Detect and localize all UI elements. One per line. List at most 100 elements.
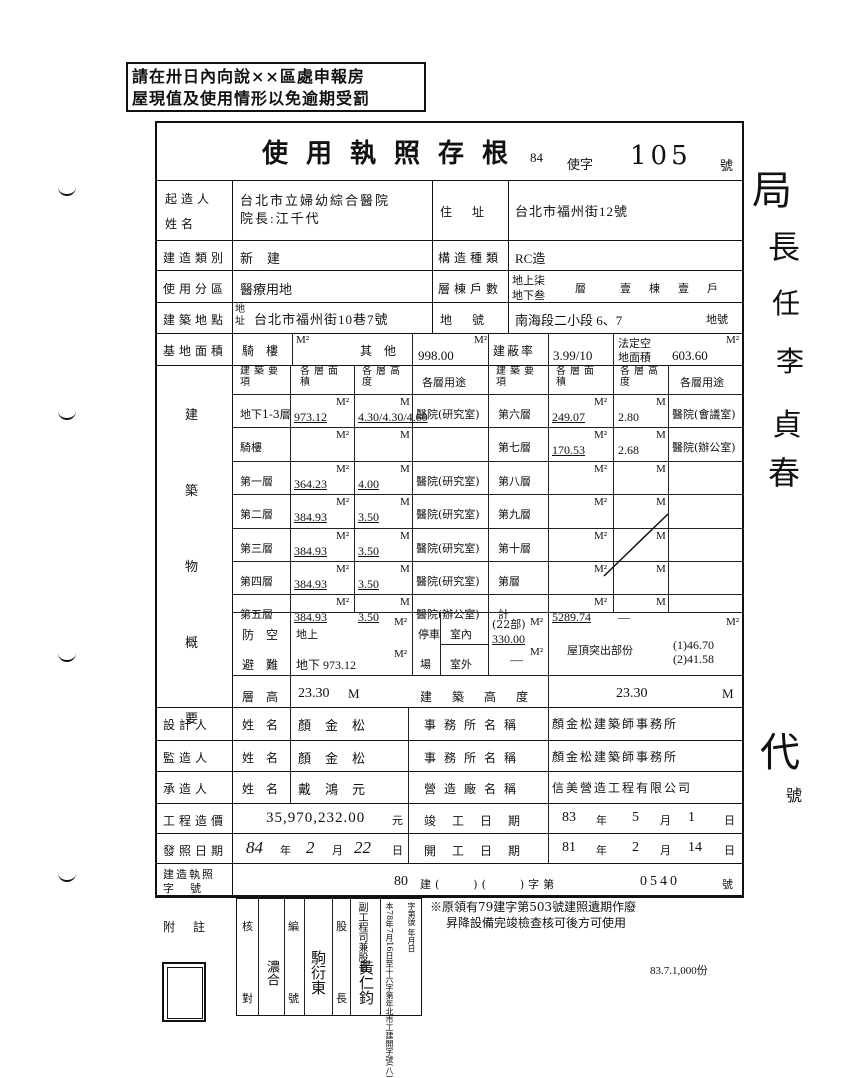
cost-value: 35,970,232.00: [266, 810, 366, 826]
office-name: 信美營造工程有限公司: [552, 781, 693, 795]
row-divider: [155, 180, 744, 181]
header-height: 各層高度: [362, 366, 404, 388]
start-year: 81: [562, 840, 576, 855]
legal-label-b: 地面積: [618, 351, 651, 364]
start-label: 開工日期: [424, 844, 537, 858]
parking-label-a: 停車: [418, 628, 440, 641]
m-char: 月: [660, 814, 671, 827]
legal-label-a: 法定空: [618, 337, 651, 350]
permit-number: 105: [630, 141, 692, 171]
floor-area: 384.93: [294, 510, 327, 525]
area-unit: M²: [594, 563, 608, 575]
height-unit: M: [400, 529, 410, 542]
cancel-slash: [603, 513, 669, 577]
margin-char: 號: [786, 786, 803, 805]
col-divider: [488, 365, 489, 612]
margin-char: 代: [760, 730, 800, 776]
y-char: 年: [596, 844, 607, 857]
row-divider: [155, 771, 744, 772]
height-unit: M: [656, 596, 666, 609]
floor-height: 4.30/4.30/4.60: [358, 410, 428, 424]
area-unit: M²: [594, 529, 608, 542]
row-divider: [488, 427, 744, 429]
col-divider: [350, 898, 351, 1016]
note-line-1: ※原領有79建字第503號建照遺期作廢: [430, 900, 637, 914]
notice-line-2: 屋現值及使用情形以免逾期受罰: [132, 89, 371, 108]
row-divider: [155, 833, 744, 834]
roof-value-2: (2)41.58: [673, 652, 714, 666]
parking-label-b: 場: [420, 658, 431, 671]
col-divider: [408, 803, 409, 863]
shelter-unit: M²: [394, 616, 408, 628]
floor-name: 第十層: [498, 541, 531, 555]
punch-mark: [58, 872, 76, 882]
header-use: 各層用途: [680, 376, 724, 389]
complete-label: 竣工日期: [424, 814, 537, 828]
owner-label-a: 起造人: [165, 192, 214, 206]
person-name-label: 姓名: [242, 751, 291, 765]
floor-name: 騎樓: [240, 441, 262, 455]
height-unit: M: [400, 596, 410, 609]
parking-count: (22部): [492, 618, 526, 631]
license-label-a: 建造執照: [163, 868, 215, 881]
permit-hao: 號: [720, 159, 734, 174]
other-value: 998.00: [418, 348, 454, 363]
parking-unit: M²: [530, 646, 544, 658]
height-unit: M: [656, 462, 666, 475]
col-divider: [412, 612, 413, 675]
print-info: 83.7.1,000份: [650, 965, 708, 977]
m-char: 月: [332, 844, 343, 857]
header-area: 各層面積: [556, 366, 598, 388]
floor-height: 2.68: [618, 443, 639, 458]
height-unit: M: [400, 396, 410, 408]
row-divider: [155, 240, 744, 241]
license-year: 80: [394, 874, 408, 889]
site-value: 台北市福州街10巷7號: [254, 312, 389, 327]
person-name: 戴鴻元: [298, 783, 380, 798]
row-divider: [232, 427, 488, 429]
height-unit: M: [656, 396, 666, 408]
permit-form: [155, 121, 744, 898]
col-divider: [284, 898, 285, 1016]
address-value: 台北市福州街12號: [515, 204, 629, 219]
license-hao: 號: [722, 878, 733, 891]
header-use: 各層用途: [422, 376, 466, 389]
shelter-down: 地下 973.12: [296, 658, 357, 672]
person-role: 設計人: [163, 718, 212, 732]
person-name: 顏金松: [298, 719, 380, 734]
official-seal: [162, 962, 206, 1022]
col-divider: [304, 898, 305, 1016]
issue-month: 2: [306, 838, 315, 857]
floor-area: 364.23: [294, 476, 327, 491]
summary-side-label: 建 築 物 概 要: [185, 378, 205, 758]
col-divider: [440, 612, 441, 675]
area-unit: M²: [594, 462, 608, 475]
office-label: 事務所名稱: [424, 718, 525, 732]
shelter-label-a: 防空: [242, 628, 291, 642]
other-unit: M²: [474, 334, 488, 346]
area-unit: M²: [296, 334, 310, 346]
header-area: 各層面積: [300, 366, 342, 388]
col-divider: [232, 180, 233, 898]
legal-unit: M²: [726, 334, 740, 346]
complete-year: 83: [562, 810, 576, 825]
floor-height: 3.50: [358, 510, 379, 525]
height-unit: M: [656, 429, 666, 442]
parking-outdoor: —: [510, 652, 523, 667]
height-unit: M: [656, 496, 666, 509]
cost-unit: 元: [392, 814, 403, 827]
roof-value-1: (1)46.70: [673, 638, 714, 652]
height-unit: M: [656, 563, 666, 575]
col-divider: [548, 803, 549, 863]
person-role: 監造人: [163, 751, 212, 765]
building-height-unit: M: [722, 686, 734, 701]
roof-unit: M²: [726, 616, 740, 628]
floor-area: 384.93: [294, 610, 327, 625]
shelter-up: 地上: [296, 628, 318, 641]
punch-mark: [58, 652, 76, 662]
lot-label: 地號: [440, 313, 505, 327]
margin-char: 長: [768, 228, 801, 266]
page-title: 使用執照存根: [262, 139, 527, 169]
note-line-2: 昇降設備完竣檢查核可後方可使用: [446, 916, 627, 930]
type-value: 新建: [240, 251, 295, 266]
